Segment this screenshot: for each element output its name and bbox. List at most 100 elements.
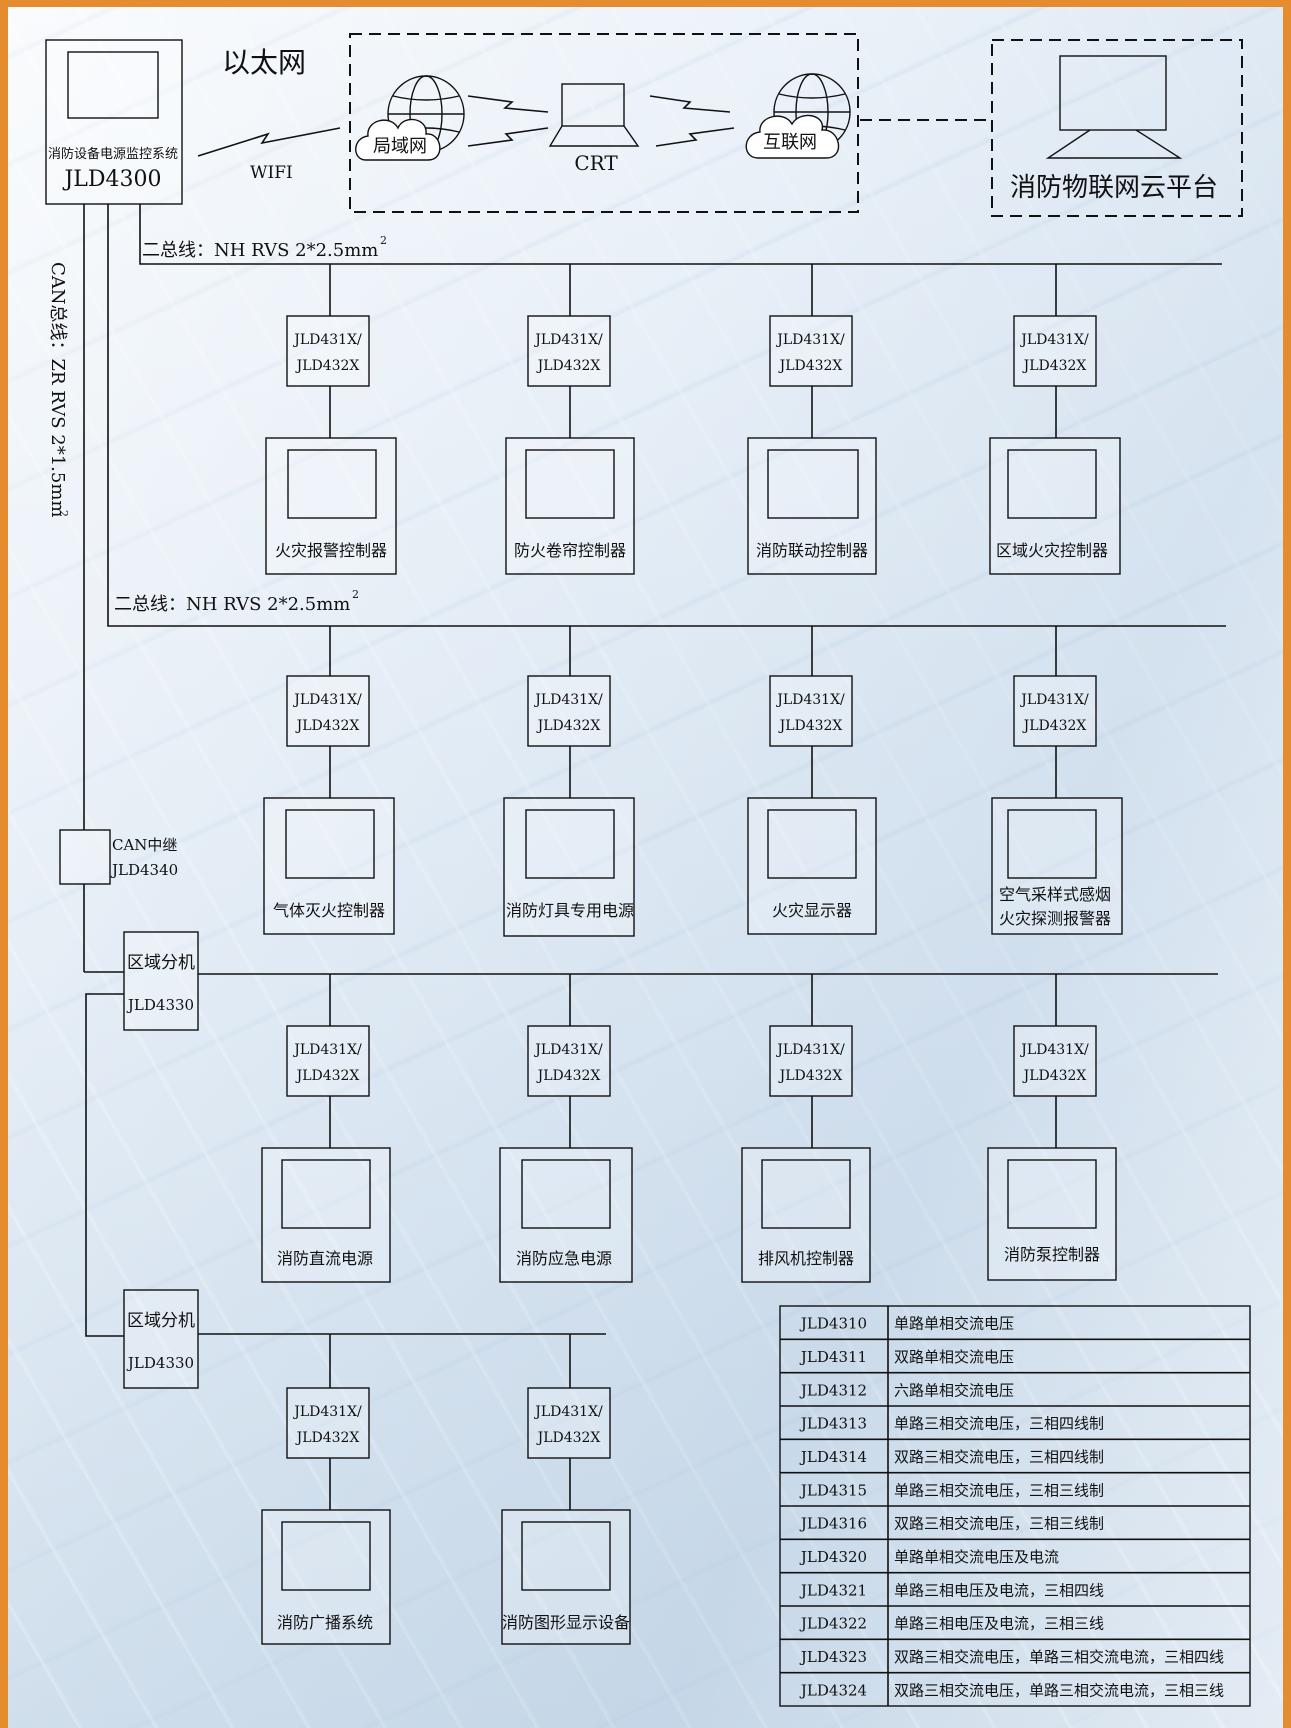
crt-internet-link-top-icon: [649, 95, 731, 113]
device-screen: [767, 809, 857, 879]
module-label-2: JLD432X: [536, 358, 601, 374]
device-label: 消防直流电源: [277, 1249, 373, 1268]
module-label-1: JLD431X/: [1019, 1042, 1089, 1058]
device-box[interactable]: [741, 1147, 871, 1283]
module-box[interactable]: [1013, 1025, 1097, 1097]
model-table-desc-cell: 双路三相交流电压，单路三相交流电流，三相三线: [894, 1681, 1224, 1699]
module-label-1: JLD431X/: [775, 1042, 845, 1058]
model-table-desc-cell: 双路三相交流电压，三相四线制: [894, 1448, 1104, 1466]
module-box[interactable]: [286, 1025, 370, 1097]
module-box[interactable]: [527, 1025, 611, 1097]
device-screen: [1007, 449, 1097, 519]
model-table-model-cell: JLD4322: [799, 1615, 867, 1633]
row2-branch-4: JLD431X/ JLD432X 空气采样式感烟 火灾探测报警器: [991, 626, 1123, 935]
module-box[interactable]: [769, 675, 853, 747]
zone-unit-2-model: JLD4330: [126, 1354, 194, 1372]
cloud-platform-box: [991, 39, 1243, 217]
module-label-1: JLD431X/: [533, 692, 603, 708]
device-box[interactable]: [987, 1147, 1117, 1281]
device-screen: [1007, 1159, 1097, 1229]
device-box[interactable]: [747, 437, 877, 575]
bus1-label: 二总线：NH RVS 2*2.5mm: [142, 240, 378, 261]
device-box[interactable]: [989, 437, 1121, 575]
zone-unit-1-model: JLD4330: [126, 996, 194, 1014]
can-repeater-name: CAN中继: [112, 836, 177, 854]
device-label: 防火卷帘控制器: [514, 541, 626, 560]
model-table-desc-cell: 单路单相交流电压及电流: [894, 1548, 1059, 1566]
device-label-line2: 火灾探测报警器: [999, 909, 1111, 928]
device-label: 消防泵控制器: [1004, 1245, 1100, 1264]
lan-label: 局域网: [373, 136, 427, 157]
device-screen: [525, 449, 615, 519]
module-box[interactable]: [527, 675, 611, 747]
device-box[interactable]: [501, 1509, 631, 1645]
module-label-2: JLD432X: [295, 358, 360, 374]
module-label-2: JLD432X: [536, 1430, 601, 1446]
device-box[interactable]: [747, 797, 877, 935]
module-label-2: JLD432X: [536, 1068, 601, 1084]
device-screen: [285, 809, 375, 879]
model-table-model-cell: JLD4314: [799, 1448, 867, 1466]
model-table-desc-cell: 单路三相电压及电流，三相四线: [894, 1581, 1104, 1599]
zone-unit-1-box[interactable]: [123, 931, 199, 1031]
device-box[interactable]: [991, 797, 1123, 935]
main-host[interactable]: 消防设备电源监控系统 JLD4300: [45, 39, 183, 205]
device-label: 消防图形显示设备: [502, 1613, 630, 1632]
device-box[interactable]: [261, 1509, 391, 1645]
device-label: 消防广播系统: [277, 1613, 373, 1632]
module-box[interactable]: [1013, 315, 1097, 387]
module-box[interactable]: [286, 1387, 370, 1459]
model-table-model-cell: JLD4310: [799, 1315, 867, 1333]
model-table-desc-cell: 单路三相电压及电流，三相三线: [894, 1615, 1104, 1633]
row3-branch-1: JLD431X/ JLD432X 消防直流电源: [261, 974, 391, 1283]
cloud-monitor-icon: [1045, 55, 1183, 159]
internet-label: 互联网: [763, 132, 817, 153]
row1-branch-2: JLD431X/ JLD432X 防火卷帘控制器: [505, 264, 635, 575]
module-label-1: JLD431X/: [292, 1404, 362, 1420]
module-label-2: JLD432X: [1022, 1068, 1087, 1084]
model-table-desc-cell: 双路三相交流电压，单路三相交流电流，三相四线: [894, 1648, 1224, 1666]
module-label-1: JLD431X/: [292, 1042, 362, 1058]
module-label-1: JLD431X/: [775, 692, 845, 708]
cloud-platform-label: 消防物联网云平台: [1010, 173, 1218, 203]
module-label-2: JLD432X: [295, 1430, 360, 1446]
crt-laptop-icon: [548, 83, 640, 147]
device-screen: [281, 1521, 371, 1591]
device-screen: [521, 1521, 611, 1591]
module-box[interactable]: [286, 315, 370, 387]
module-box[interactable]: [527, 315, 611, 387]
row1-branch-3: JLD431X/ JLD432X 消防联动控制器: [747, 264, 877, 575]
row2-branch-2: JLD431X/ JLD432X 消防灯具专用电源: [503, 626, 635, 937]
device-box[interactable]: [261, 1147, 391, 1283]
module-label-1: JLD431X/: [292, 332, 362, 348]
model-table-model-cell: JLD4311: [799, 1348, 867, 1366]
row4-branch-2: JLD431X/ JLD432X 消防图形显示设备: [501, 1334, 631, 1645]
module-box[interactable]: [1013, 675, 1097, 747]
zone-unit-2-box[interactable]: [123, 1289, 199, 1389]
row1-branch-4: JLD431X/ JLD432X 区域火灾控制器: [989, 264, 1121, 575]
bus2-label: 二总线：NH RVS 2*2.5mm: [114, 594, 350, 615]
module-box[interactable]: [769, 1025, 853, 1097]
can-bus-label: CAN总线：ZR RVS 2*1.5mm: [47, 262, 68, 517]
module-box[interactable]: [527, 1387, 611, 1459]
device-label: 消防应急电源: [516, 1249, 612, 1268]
zone-unit-2-name: 区域分机: [127, 1311, 195, 1331]
row3-branch-4: JLD431X/ JLD432X 消防泵控制器: [987, 974, 1117, 1281]
bus1-sup: 2: [380, 234, 387, 247]
model-table-model-cell: JLD4323: [799, 1648, 867, 1666]
model-table-desc-cell: 六路单相交流电压: [894, 1381, 1014, 1399]
model-table-model-cell: JLD4324: [799, 1681, 867, 1699]
device-screen: [281, 1159, 371, 1229]
module-label-1: JLD431X/: [775, 332, 845, 348]
wifi-link-icon: [197, 127, 341, 157]
module-box[interactable]: [286, 675, 370, 747]
module-label-2: JLD432X: [536, 718, 601, 734]
device-box[interactable]: [505, 437, 635, 575]
module-box[interactable]: [769, 315, 853, 387]
model-table-model-cell: JLD4315: [799, 1481, 867, 1499]
model-table-model-cell: JLD4321: [799, 1581, 867, 1599]
device-screen: [525, 809, 615, 879]
row2-branch-1: JLD431X/ JLD432X 气体灭火控制器: [263, 626, 395, 935]
can-repeater-box[interactable]: [59, 829, 111, 885]
